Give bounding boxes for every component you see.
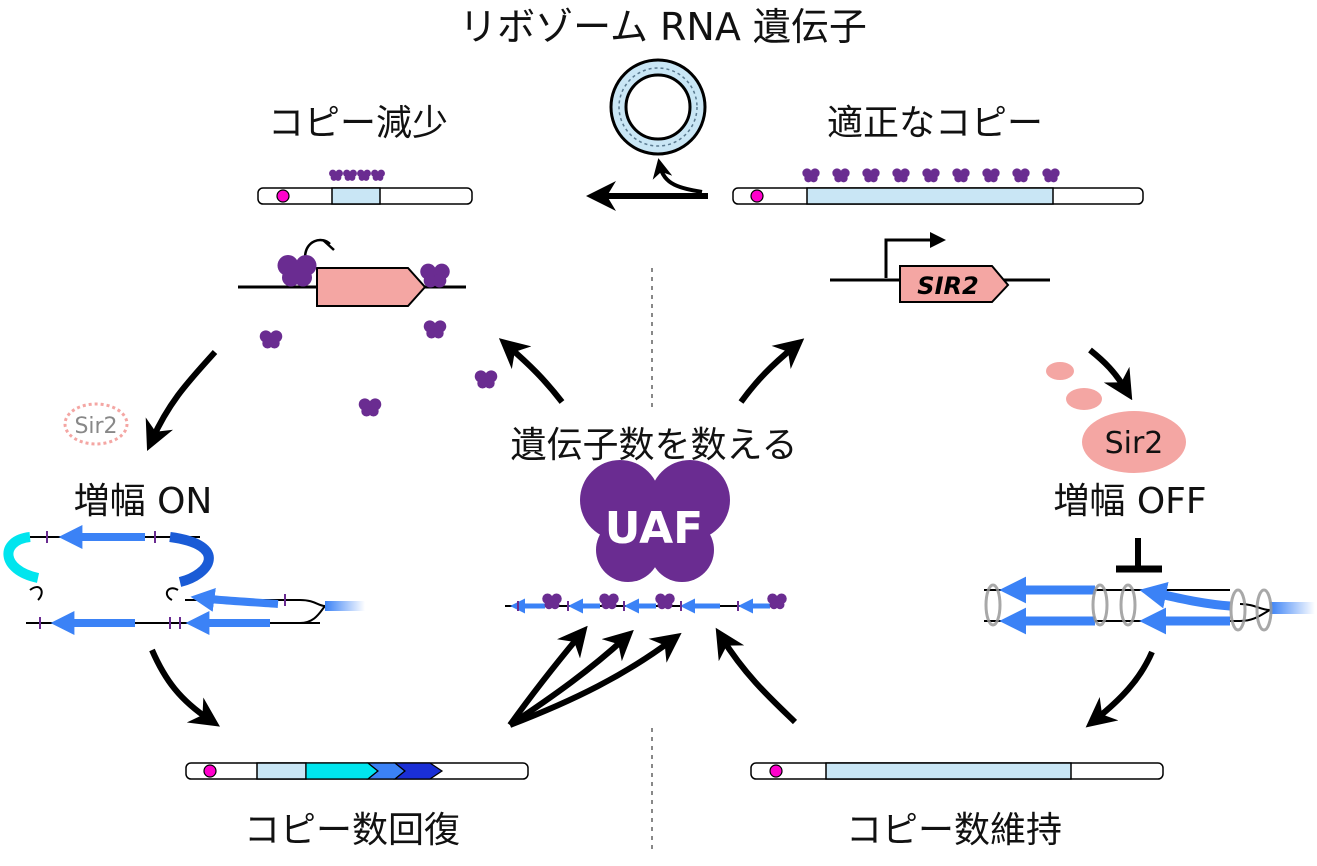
amplification-off-diagram <box>984 538 1315 635</box>
sir2-gene-label: SIR2 <box>917 272 978 300</box>
sir2-protein-icon: Sir2 <box>1046 362 1186 473</box>
uaf-protein-icon <box>580 460 730 582</box>
sir2-absent-label: Sir2 <box>74 414 117 439</box>
sir2-gene-repressed <box>238 238 498 417</box>
copy-maintain-label: コピー数維持 <box>846 810 1062 851</box>
title: リボゾーム RNA 遺伝子 <box>459 5 867 49</box>
copy-decrease-label: コピー減少 <box>268 103 448 144</box>
arrow-to-recovery <box>149 648 220 727</box>
uaf-label: UAF <box>605 503 703 554</box>
chromosome-proper-copy <box>732 168 1144 205</box>
sir2-absent-icon: Sir2 <box>63 402 129 446</box>
arrow-recovery-to-center-1 <box>507 625 588 727</box>
copy-recovery-label: コピー数回復 <box>244 810 460 851</box>
arrow-center-right <box>738 338 805 404</box>
proper-copy-label: 適正なコピー <box>827 103 1043 144</box>
chromosome-recovered <box>185 762 529 780</box>
sir2-gene-active: SIR2 <box>830 232 1050 303</box>
count-genes-label: 遺伝子数を数える <box>511 425 798 466</box>
chromosome-maintained <box>750 762 1164 780</box>
arrow-to-amp-on <box>145 350 218 451</box>
arrow-to-sir2 <box>1088 347 1133 401</box>
sir2-label: Sir2 <box>1105 426 1164 461</box>
amp-on-label: 増幅 ON <box>74 481 213 522</box>
circle-branch-arrow-icon <box>652 158 703 194</box>
rdna-circle-icon <box>609 58 707 156</box>
amplification-on-diagram <box>3 525 365 635</box>
center-rdna-array <box>505 593 787 614</box>
arrow-center-left <box>498 338 565 404</box>
amp-off-label: 増幅 OFF <box>1053 481 1206 522</box>
chromosome-low-copy <box>257 169 473 205</box>
arrow-recovery-to-center-3 <box>508 632 682 728</box>
arrow-to-maintain <box>1085 650 1155 728</box>
arrow-maintain-to-center <box>715 627 798 725</box>
repression-bar-icon <box>1116 538 1162 573</box>
arrow-recovery-to-center-2 <box>508 629 634 728</box>
